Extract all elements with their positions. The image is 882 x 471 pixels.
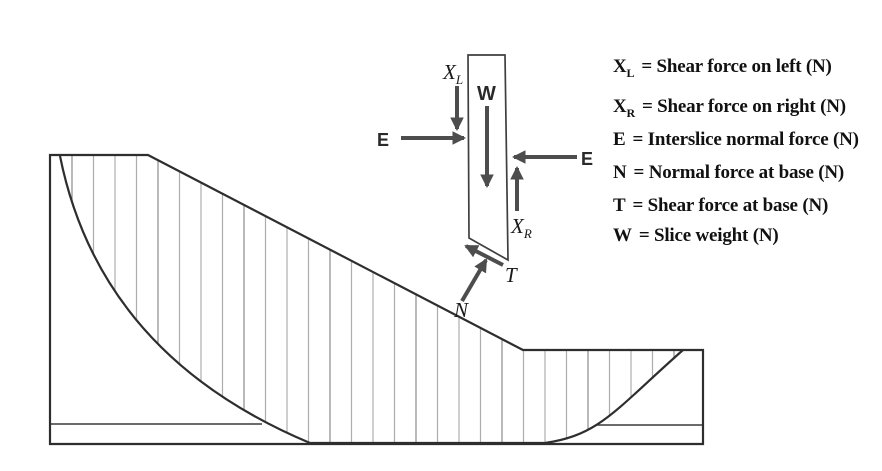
interslice-left-label: E (377, 130, 389, 150)
legend-text: = Normal force at base (N) (633, 162, 845, 183)
legend-row: XL = Shear force on left (N) (613, 56, 832, 80)
legend-row: E = Interslice normal force (N) (613, 129, 859, 151)
legend-row: T = Shear force at base (N) (613, 195, 828, 217)
legend-symbol: W (613, 225, 632, 246)
legend-symbol: T (613, 195, 626, 216)
legend-symbol: N (613, 162, 627, 183)
base-shear-arrow (464, 244, 504, 267)
base-normal-label: N (453, 298, 469, 322)
legend-row: W = Slice weight (N) (613, 225, 779, 247)
interslice-right-label: E (581, 149, 593, 169)
legend-symbol: E (613, 129, 626, 150)
legend-symbol: XR (613, 96, 635, 120)
legend-text: = Slice weight (N) (638, 225, 779, 246)
legend-row: N = Normal force at base (N) (613, 162, 844, 184)
shear-right-label: XR (510, 214, 532, 241)
free-body-diagram: XL W E E XR T N (377, 54, 593, 322)
legend-row: XR = Shear force on right (N) (613, 96, 846, 120)
shear-left-label: XL (442, 60, 463, 87)
legend-symbol: XL (613, 56, 635, 80)
slope-outline (48, 153, 705, 446)
legend-text: = Shear force on left (N) (641, 56, 832, 77)
weight-label: W (477, 83, 496, 105)
legend-text: = Shear force at base (N) (632, 195, 829, 216)
legend-text: = Shear force on right (N) (642, 96, 846, 117)
base-shear-label: T (505, 263, 518, 287)
legend-text: = Interslice normal force (N) (632, 129, 859, 150)
slice-hatching (71, 155, 675, 443)
base-normal-arrow (460, 258, 488, 303)
legend: XL = Shear force on left (N) XR = Shear fo… (613, 0, 882, 471)
slip-surface (58, 155, 684, 445)
